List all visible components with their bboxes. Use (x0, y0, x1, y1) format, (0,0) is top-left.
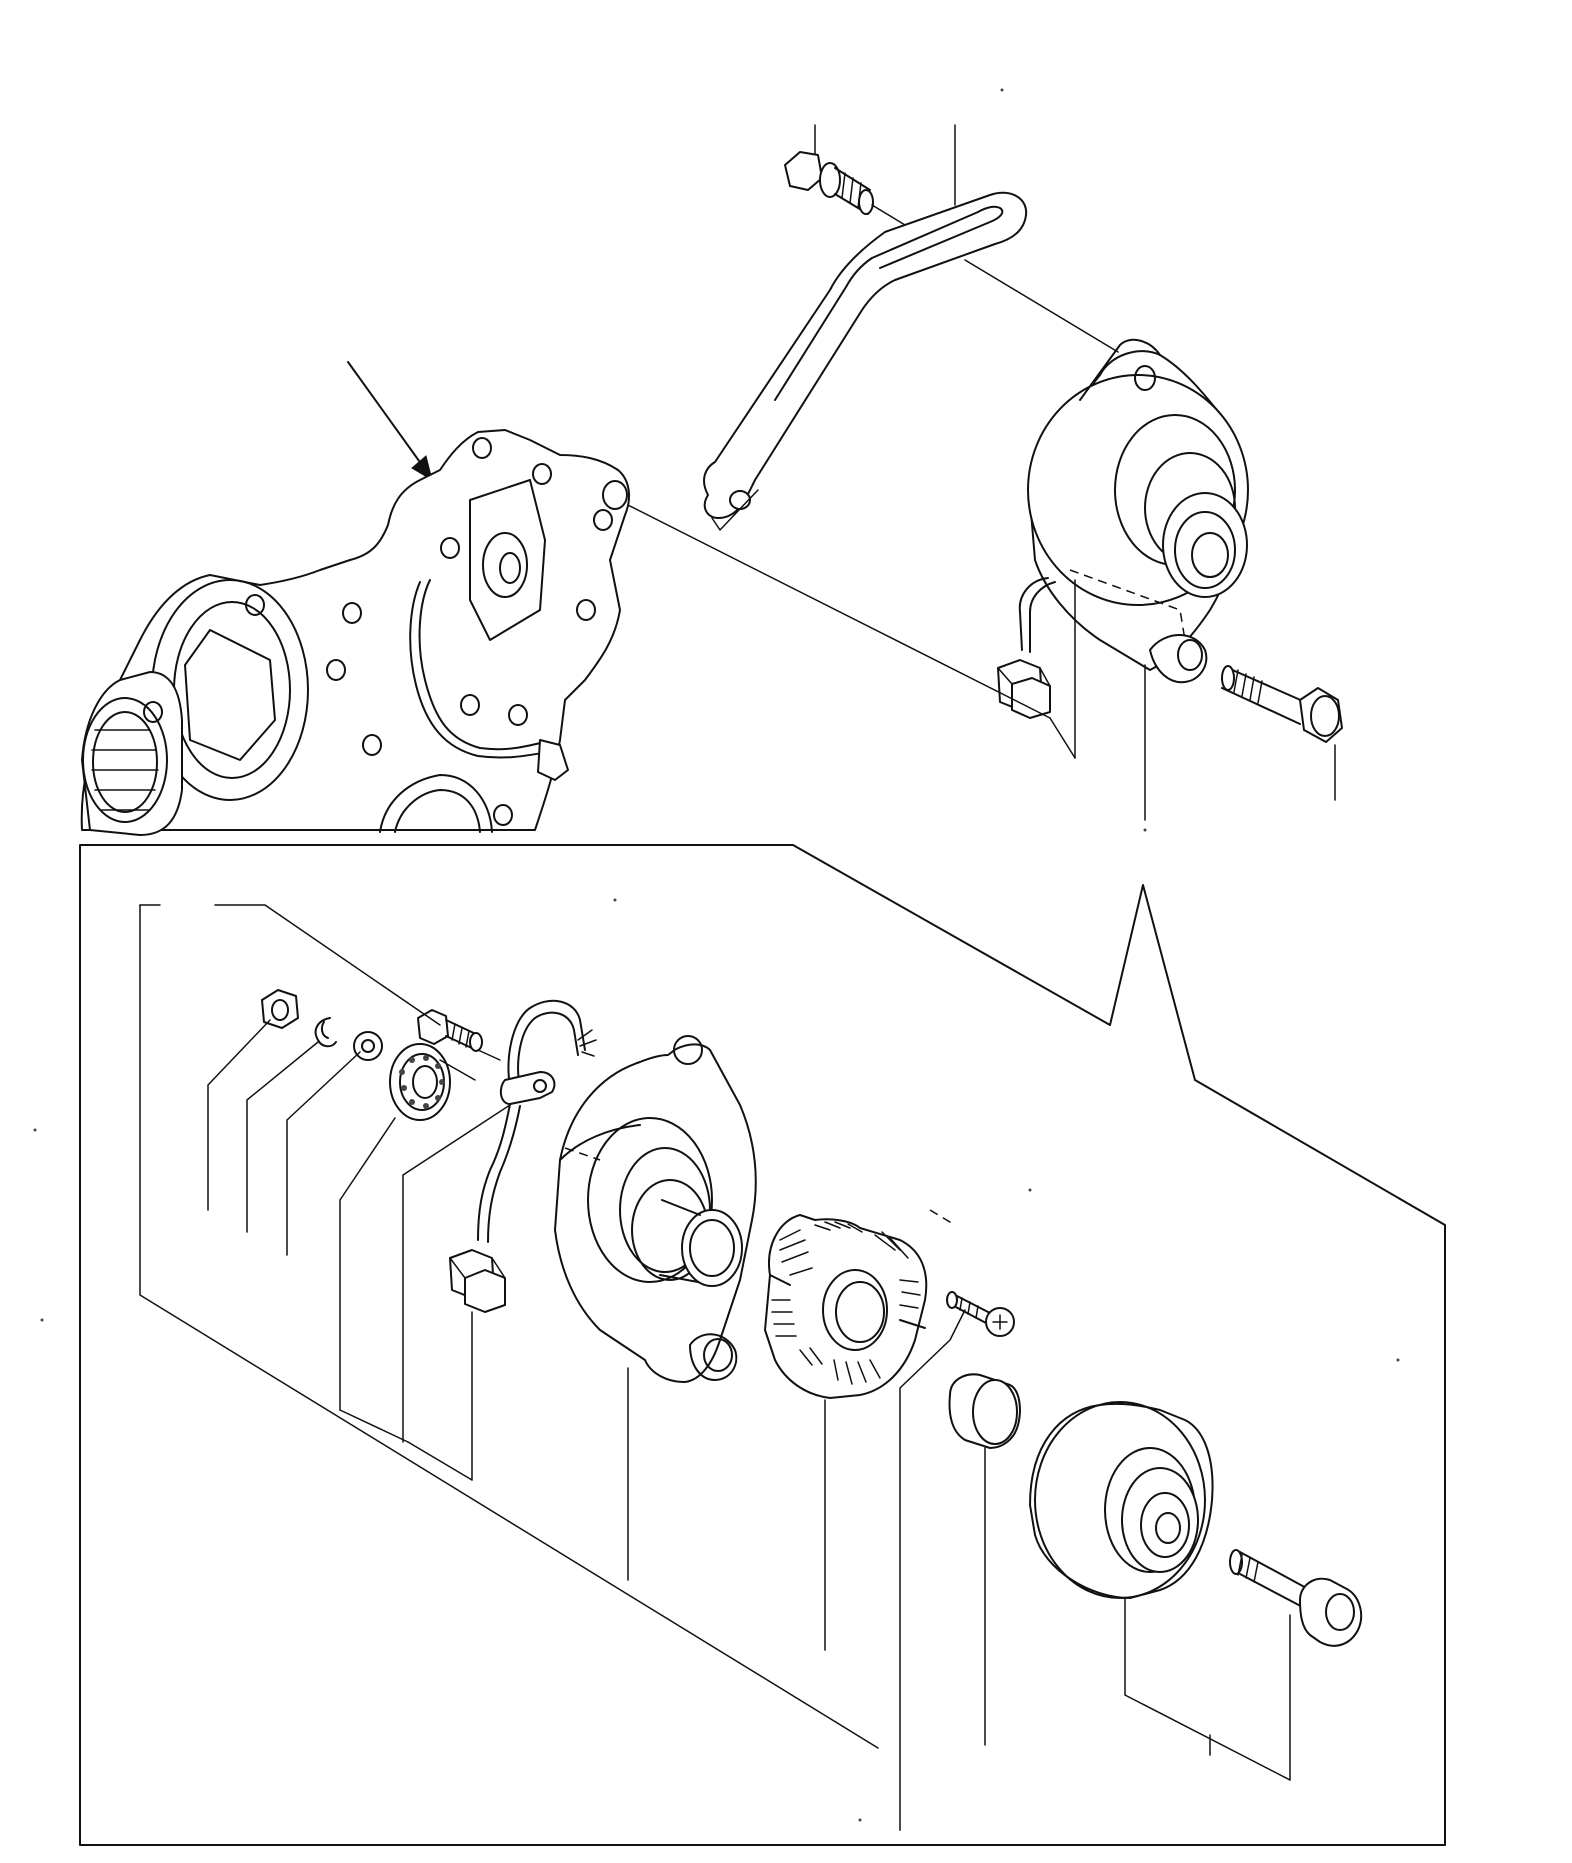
dynamo-assembly (1027, 338, 1249, 684)
scan-noise (33, 88, 1400, 1822)
stator-housing (554, 1035, 757, 1383)
fit-line-3 (1049, 717, 1076, 759)
mounting-bolt (1221, 665, 1343, 743)
connector (449, 1249, 506, 1313)
ball-bearing (389, 1043, 451, 1121)
pulley-bolt (1229, 1549, 1363, 1647)
detail-callout-frame (79, 844, 1446, 1846)
flange-bolt-upper (784, 151, 906, 226)
rotor-pulley (1029, 1401, 1214, 1599)
fit-line-1 (964, 259, 1119, 353)
flat-washer (353, 1031, 383, 1061)
fit-line-2 (617, 499, 1051, 719)
harness-connector (997, 577, 1056, 719)
timing-gear-case (80, 429, 631, 836)
leader-lines (139, 904, 1291, 1831)
screw (417, 1009, 483, 1052)
lead-wire (477, 999, 597, 1243)
stator-screw (946, 1291, 1015, 1337)
location-arrow (347, 361, 433, 482)
hex-nut (261, 989, 299, 1029)
spring-washer (314, 1017, 337, 1048)
adjusting-bracket (703, 191, 1028, 531)
collar (948, 1373, 1021, 1449)
stator-coil (764, 1214, 928, 1399)
